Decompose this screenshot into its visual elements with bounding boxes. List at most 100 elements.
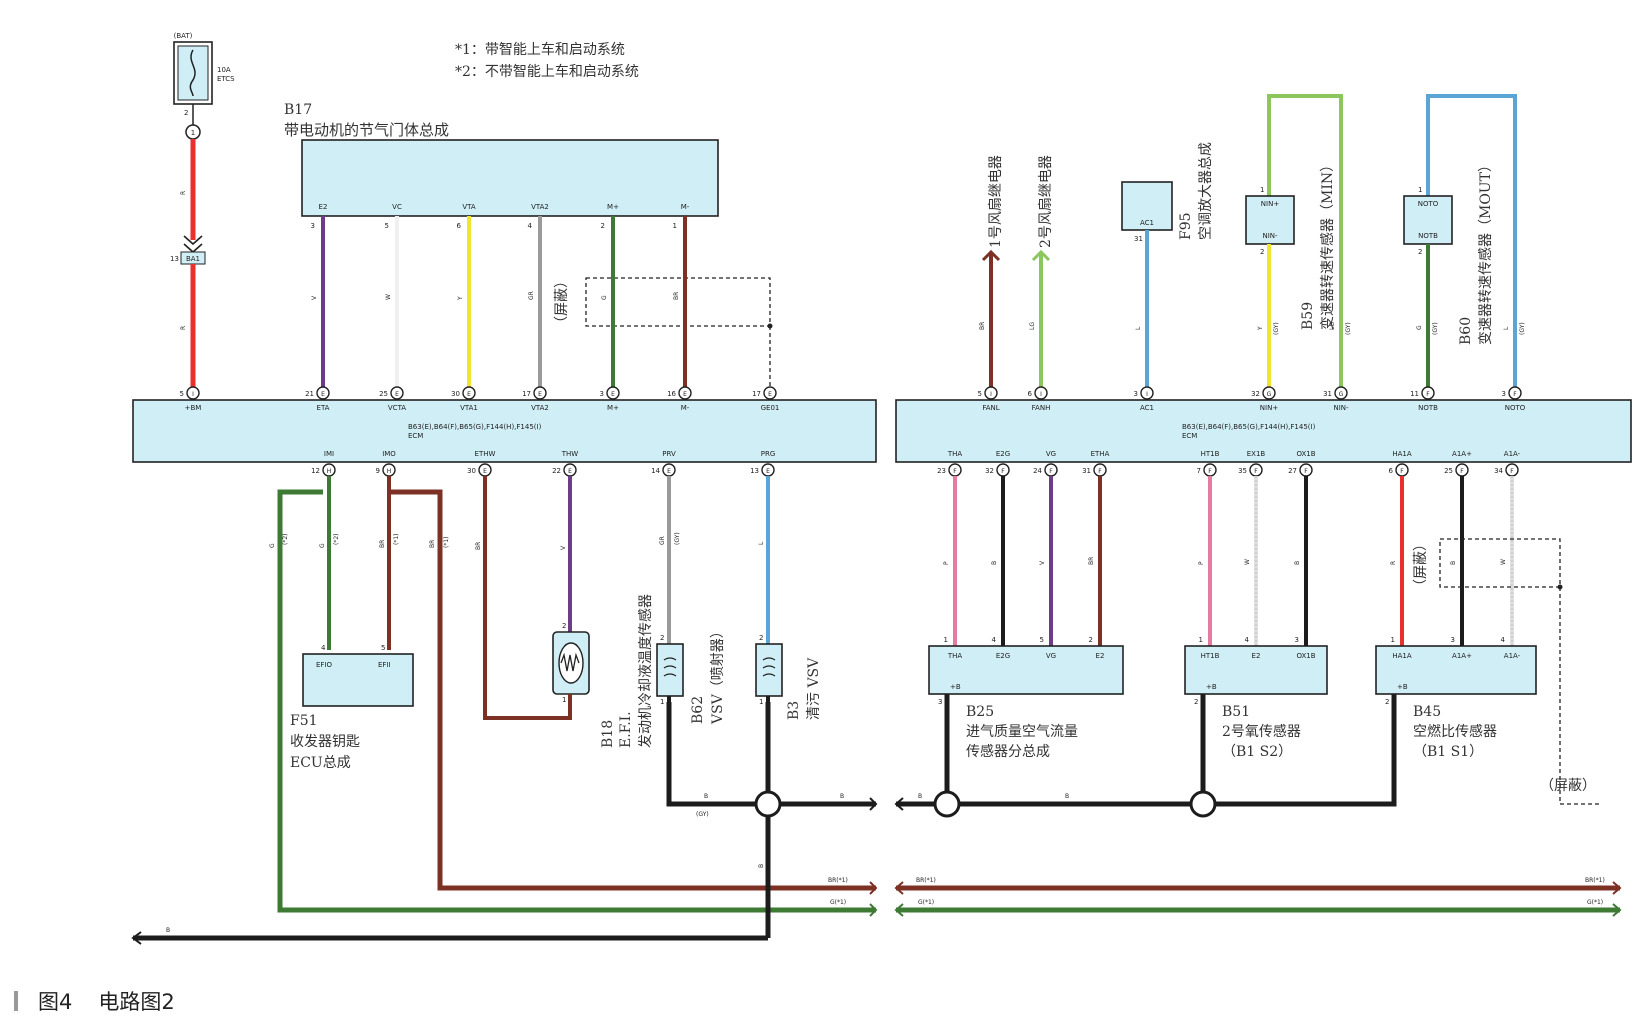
svg-text:B: B	[1294, 561, 1301, 565]
ecm-left-pin-conn: I	[192, 391, 194, 398]
ecm-right-bottom-pin-num: 31	[1082, 467, 1091, 475]
svg-text:P: P	[943, 561, 950, 565]
bus-b-bottom: B	[166, 927, 170, 934]
ecm-left-pin-name: GE01	[761, 404, 780, 412]
b59-num-2: 2	[1260, 248, 1264, 256]
svg-text:(GY): (GY)	[1519, 322, 1526, 335]
ecm-right-bottom-pin-num: 34	[1494, 467, 1503, 475]
ecm-left-title: B63(E),B64(F),B65(G),F144(H),F145(I)	[408, 423, 542, 431]
wire-color-label: GR	[528, 291, 535, 300]
ecm-right-bottom-pin-name: HA1A	[1392, 450, 1412, 458]
shield-left-label: （屏蔽）	[554, 274, 570, 330]
b59-pin-1: NIN+	[1261, 200, 1280, 208]
f51-tag-3: (*1)	[393, 534, 400, 546]
b60-id: B60	[1458, 317, 1474, 345]
ecm-right-pin-circle	[1334, 386, 1348, 400]
figure-number: 图4	[38, 990, 73, 1014]
throttle-pin-num: 1	[673, 222, 677, 230]
svg-text:V: V	[1039, 560, 1046, 565]
ecm-left-bottom-pin-num: 30	[467, 467, 476, 475]
b25-pins-name: THA	[947, 652, 963, 660]
figure-caption: 图4 电路图2	[14, 986, 175, 1016]
b60-pin-2: NOTB	[1418, 232, 1438, 240]
ecm-left-pin-conn: E	[467, 391, 471, 398]
b45-pins-num: 1	[1391, 636, 1395, 644]
b3-line1: 清污 VSV	[806, 657, 822, 720]
ecm-left-sub: ECM	[408, 432, 423, 440]
ecm-left-bottom-pin-name: ETHW	[475, 450, 496, 458]
svg-text:BR: BR	[979, 322, 986, 330]
svg-text:BR: BR	[1088, 557, 1095, 565]
ecm-left-pin-name: VTA2	[531, 404, 549, 412]
f51-tag-2: (*2)	[333, 534, 340, 546]
ecm-right-bottom-pin-conn: F	[1098, 468, 1102, 475]
b25-gnd: +B	[950, 683, 961, 691]
svg-text:BR: BR	[429, 540, 436, 548]
f51-id: F51	[290, 713, 318, 729]
fuse-conn-id: BA1	[186, 255, 200, 263]
wire-color-label: Y	[457, 296, 464, 301]
b51-gnd: +B	[1206, 683, 1217, 691]
b45-pins-name: A1A+	[1452, 652, 1472, 660]
b51-oxygen-sensor: +B 2 B51 2号氧传感器 （B1 S2）	[1184, 645, 1328, 760]
fuse-junction: 1	[191, 129, 195, 137]
throttle-pin-num: 4	[528, 222, 533, 230]
ecm-right-bottom-pin-conn: F	[1001, 468, 1005, 475]
b51-pins-name: OX1B	[1296, 652, 1315, 660]
throttle-pin-name: VTA2	[531, 203, 549, 211]
b62-vsv-injector: 2 1 B62 VSV（喷射器）	[656, 624, 726, 725]
b25-pins-num: 5	[1040, 636, 1044, 644]
ecm-right-bottom-pin-conn: F	[1460, 468, 1464, 475]
b60-num-1: 1	[1418, 186, 1422, 194]
b18-line1: E.F.I.	[618, 711, 634, 748]
bus-g1-right-a: G(*1)	[918, 899, 934, 906]
ecm-right-pin-name: NOTO	[1505, 404, 1526, 412]
ecm-right-bottom-pin-conn: F	[1304, 468, 1308, 475]
ecm-left-bottom-pin-num: 12	[311, 467, 320, 475]
ecm-right-pin-name: NIN+	[1260, 404, 1279, 412]
b62-num-1: 2	[660, 634, 664, 642]
svg-text:W: W	[1244, 559, 1251, 565]
ecm-right-pin-conn: I	[1146, 391, 1148, 398]
b25-pins-name: E2	[1096, 652, 1105, 660]
ecm-left-bottom-pin-num: 22	[552, 467, 561, 475]
bus-gy-label: (GY)	[696, 811, 709, 818]
b25-pins-num: 2	[1089, 636, 1093, 644]
ecm-left-pin-num: 16	[667, 390, 676, 398]
b60-tag: (GY)	[1432, 322, 1439, 335]
ecm-right-bottom-pin-conn: F	[1049, 468, 1053, 475]
b45-id: B45	[1413, 704, 1441, 720]
b51-pins-num: 1	[1199, 636, 1203, 644]
svg-text:L: L	[1503, 326, 1510, 330]
ecm-right-bottom-pin-name: ETHA	[1091, 450, 1110, 458]
ecm-left-bottom-pin-conn: H	[387, 468, 392, 475]
ecm-right-pin-circle	[1508, 386, 1522, 400]
throttle-pin-name: M+	[607, 203, 619, 211]
ecm-right-bottom-pin-name: EX1B	[1247, 450, 1266, 458]
b60-output-speed-sensor: NOTO NOTB 1 2 G (GY) L (GY) B60 变速器转速传感器…	[1403, 94, 1526, 388]
svg-text:G: G	[319, 543, 326, 548]
svg-text:V: V	[560, 545, 567, 550]
wire-color-label: G	[601, 295, 608, 300]
shield-right-rot: （屏蔽）	[1413, 537, 1429, 593]
ecm-left-pin-conn: E	[395, 391, 399, 398]
ecm-left-bottom-pin-conn: E	[483, 468, 487, 475]
fuse-rating: 10A	[217, 66, 231, 74]
ecm-right-pin-circle	[984, 386, 998, 400]
b45-line2: （B1 S1）	[1413, 744, 1483, 760]
b18-id: B18	[600, 720, 616, 748]
right-lower-wiring: P B V BR P W B R B W （屏蔽） （屏蔽） B B BR(*1…	[894, 476, 1622, 917]
svg-text:P: P	[1198, 561, 1205, 565]
ecm-left-pin-circle	[763, 386, 777, 400]
bus-b-label-2: B	[840, 793, 844, 800]
bus-b-label-3: B	[918, 793, 922, 800]
note-1: *1：带智能上车和启动系统	[455, 41, 625, 58]
ecm-right-pin-name: NIN-	[1333, 404, 1349, 412]
ecm-right-pin-num: 3	[1134, 390, 1138, 398]
f95-ac-amplifier: AC1 31 L F95 空调放大器总成	[1121, 142, 1214, 388]
b25-id: B25	[966, 704, 994, 720]
throttle-name: 带电动机的节气门体总成	[284, 121, 449, 139]
f51-pin-efio: EFIO	[316, 661, 333, 669]
